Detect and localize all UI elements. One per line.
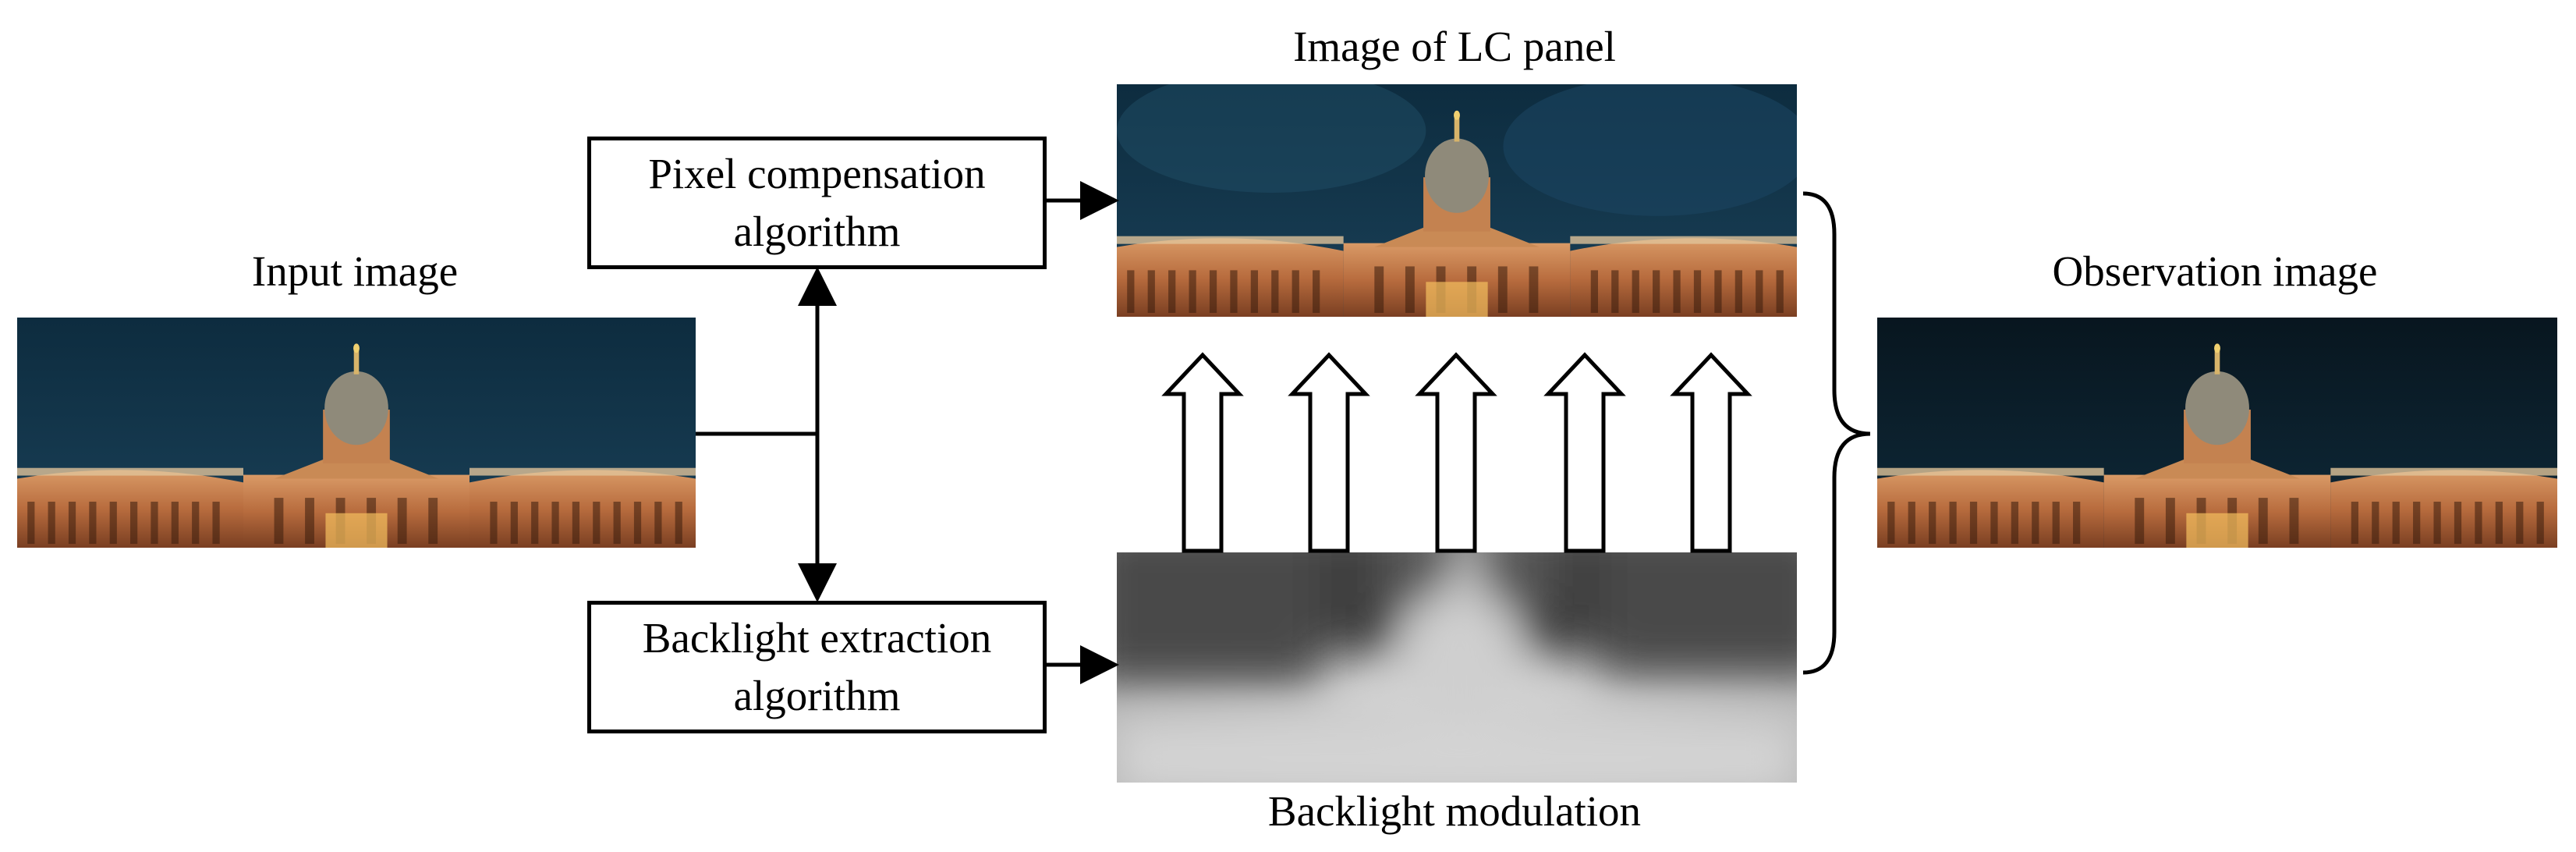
backlight-modulation-label: Backlight modulation: [1267, 787, 1642, 835]
input-image: [17, 318, 696, 548]
backlight-extraction-line2: algorithm: [733, 672, 901, 719]
pixel-compensation-box: Pixel compensation algorithm: [587, 137, 1047, 269]
hollow-up-arrow-icon: [1161, 352, 1752, 553]
backlight-extraction-box: Backlight extraction algorithm: [587, 601, 1047, 733]
backlight-modulation-image: [1117, 552, 1797, 783]
input-image-label: Input image: [251, 247, 459, 295]
curly-brace-icon: [1802, 191, 1871, 675]
observation-image: [1877, 318, 2557, 548]
observation-image-label: Observation image: [2052, 247, 2378, 295]
pixel-compensation-line1: Pixel compensation: [648, 150, 986, 197]
lc-panel-label: Image of LC panel: [1293, 23, 1616, 70]
pixel-compensation-line2: algorithm: [733, 208, 901, 255]
lc-panel-image: [1117, 84, 1797, 317]
backlight-extraction-line1: Backlight extraction: [642, 614, 992, 662]
